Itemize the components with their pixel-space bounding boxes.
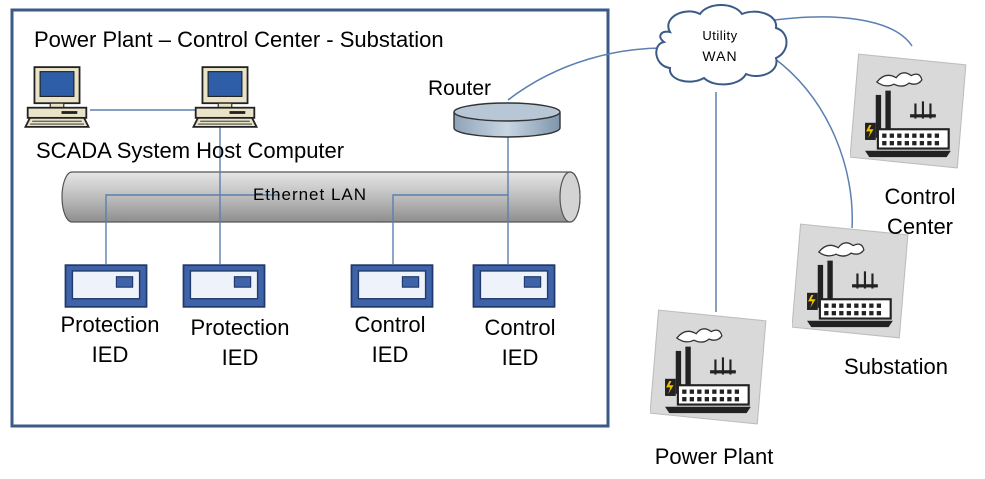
wan-label-line1: Utility <box>702 28 738 43</box>
utility-wan-cloud <box>655 4 788 86</box>
scada-host-label: SCADA System Host Computer <box>36 138 345 163</box>
ied-label-3-line2: IED <box>371 342 409 367</box>
protection-ied-icon <box>182 264 266 308</box>
wan-links <box>507 16 913 312</box>
ied-label-1: Protection <box>60 312 160 337</box>
diagram-title: Power Plant – Control Center - Substatio… <box>34 27 444 52</box>
wan-label-line2: WAN <box>702 48 738 64</box>
ethernet-lan-pipe <box>61 171 581 223</box>
substation-plant-icon <box>792 223 909 339</box>
power-plant-icon <box>650 309 767 425</box>
substation-label: Substation <box>844 354 948 379</box>
lan-label: Ethernet LAN <box>252 185 368 204</box>
ied-label-4: Control <box>484 315 556 340</box>
ied-label-2-line2: IED <box>221 345 259 370</box>
scada-host-computer-icon <box>192 66 258 128</box>
ied-label-2: Protection <box>190 315 290 340</box>
power-plant-label: Power Plant <box>654 444 774 469</box>
lan-wiring <box>90 109 509 264</box>
scada-computer-icon <box>24 66 90 128</box>
control-center-label-line2: Center <box>886 214 954 239</box>
control-center-label: Control <box>884 184 956 209</box>
ied-label-1-line2: IED <box>91 342 129 367</box>
ied-label-4-line2: IED <box>501 345 539 370</box>
control-ied-icon <box>472 264 556 308</box>
control-center-plant-icon <box>850 53 967 169</box>
ied-label-3: Control <box>354 312 426 337</box>
protection-ied-icon <box>64 264 148 308</box>
router-label: Router <box>428 77 492 100</box>
control-ied-icon <box>350 264 434 308</box>
router-icon <box>453 102 561 138</box>
